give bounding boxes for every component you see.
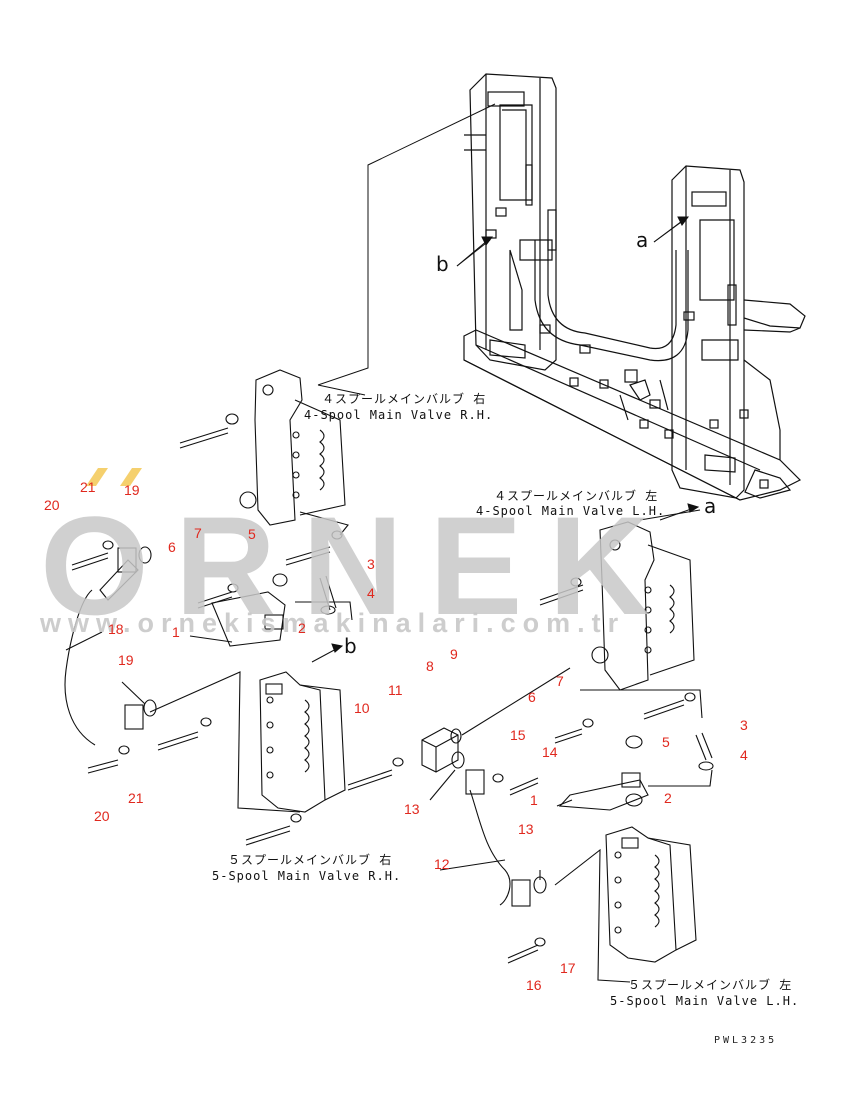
part-number: 3 <box>367 556 375 572</box>
part-number: 16 <box>526 977 542 993</box>
part-number: 13 <box>404 801 420 817</box>
part-number: 7 <box>556 673 564 689</box>
watermark-site: www.ornekismakinalari.com.tr <box>40 608 626 638</box>
part-number: 3 <box>740 717 748 733</box>
part-number: 19 <box>118 652 134 668</box>
part-number: 5 <box>662 734 670 750</box>
part-number: 4 <box>367 585 375 601</box>
part-number: 6 <box>168 539 176 555</box>
part-number: 13 <box>518 821 534 837</box>
label-4spool-lh-en: 4-Spool Main Valve L.H. <box>476 504 666 518</box>
watermark-brand: ORNEK <box>40 487 676 644</box>
leader-lines <box>317 103 701 521</box>
part-number: 2 <box>664 790 672 806</box>
part-number: 8 <box>426 658 434 674</box>
callout-a-upper: a <box>636 228 649 252</box>
part-number: 4 <box>740 747 748 763</box>
part-number: 20 <box>94 808 110 824</box>
frame <box>463 73 806 501</box>
part-number: 20 <box>44 497 60 513</box>
drawing-code: PWL3235 <box>714 1035 778 1046</box>
part-number: 21 <box>80 479 96 495</box>
label-5spool-rh-en: 5-Spool Main Valve R.H. <box>212 869 402 883</box>
part-number: 7 <box>194 525 202 541</box>
callout-b-lower: b <box>344 634 357 658</box>
part-number: 17 <box>560 960 576 976</box>
part-number: 6 <box>528 689 536 705</box>
watermark-accent-icon <box>86 468 142 486</box>
part-number: 5 <box>248 526 256 542</box>
part-number: 2 <box>298 620 306 636</box>
part-number: 12 <box>434 856 450 872</box>
hardware <box>64 413 714 983</box>
part-number: 1 <box>172 624 180 640</box>
part-number: 18 <box>108 621 124 637</box>
valve-5spool-rh <box>259 671 346 813</box>
part-number: 10 <box>354 700 370 716</box>
part-number: 11 <box>388 682 403 698</box>
callout-a-lower: a <box>704 494 717 518</box>
part-number: 15 <box>510 727 526 743</box>
label-4spool-rh-jp: ４スプールメインバルブ 右 <box>322 392 487 406</box>
label-4spool-rh-en: 4-Spool Main Valve R.H. <box>304 408 494 422</box>
valve-5spool-lh <box>605 826 697 963</box>
label-5spool-lh-jp: ５スプールメインバルブ 左 <box>628 978 793 992</box>
part-number: 9 <box>450 646 458 662</box>
arrows <box>311 216 700 663</box>
callout-b-upper: b <box>436 252 449 276</box>
part-number: 14 <box>542 744 558 760</box>
label-4spool-lh-jp: ４スプールメインバルブ 左 <box>494 489 659 503</box>
valve-4spool-lh <box>591 521 695 691</box>
part-number: 1 <box>530 792 538 808</box>
label-5spool-lh-en: 5-Spool Main Valve L.H. <box>610 994 800 1008</box>
part-number: 19 <box>124 482 140 498</box>
part-number: 21 <box>128 790 144 806</box>
label-5spool-rh-jp: ５スプールメインバルブ 右 <box>228 853 393 867</box>
valve-4spool-rh <box>239 369 349 536</box>
